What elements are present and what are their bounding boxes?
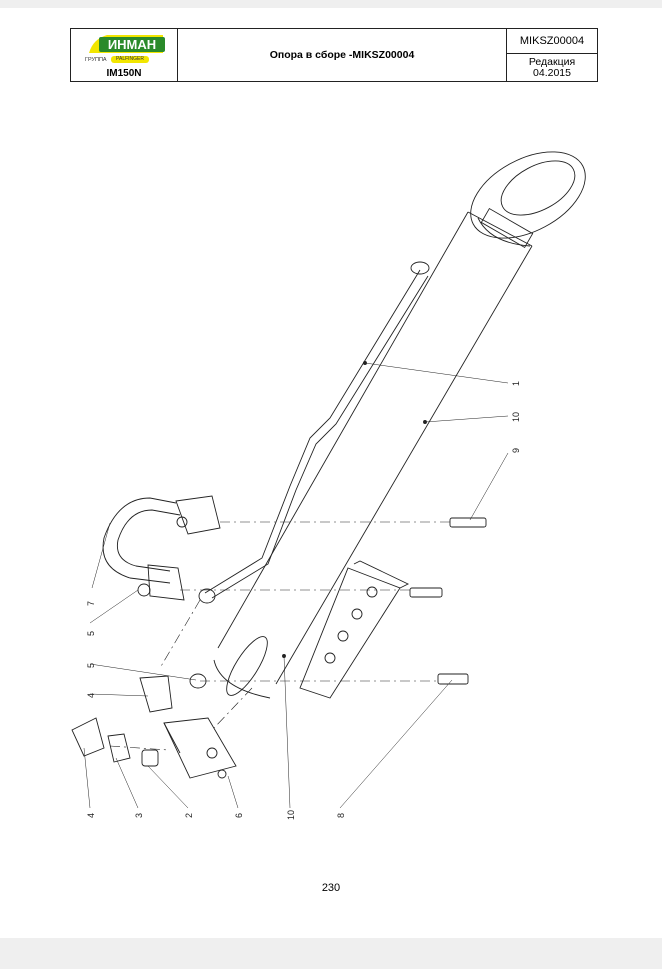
hydraulic-pipe: [198, 261, 430, 604]
doc-code: MIKSZ00004: [507, 29, 597, 54]
callout-5-lower: 5: [86, 663, 96, 668]
callout-4-lower: 4: [86, 813, 96, 818]
callout-1: 1: [511, 381, 521, 386]
model-label: IM150N: [106, 68, 142, 79]
callout-8: 8: [336, 813, 346, 818]
callout-10-top: 10: [511, 412, 521, 422]
callout-2: 2: [184, 813, 194, 818]
top-pad: [470, 151, 586, 249]
u-bracket: [102, 495, 221, 601]
leader-lines: [83, 362, 509, 809]
page-title: Опора в сборе -MIKSZ00004: [269, 49, 415, 61]
callout-5-upper: 5: [86, 631, 96, 636]
callout-6: 6: [234, 813, 244, 818]
valve-block: [71, 673, 237, 779]
group-label: ГРУППА: [85, 57, 107, 63]
assembly-drawing: 1 10 9 7 5 5 4 4 3 2 6 10 8: [71, 151, 586, 820]
callout-10-bottom: 10: [286, 810, 296, 820]
callout-4-upper: 4: [86, 693, 96, 698]
doc-info-cell: MIKSZ00004 Редакция 04.2015: [506, 29, 597, 81]
assembly-lines: [109, 521, 450, 751]
page: ИНМАН ГРУППА PALFINGER IM150N Опора в сб…: [0, 8, 662, 938]
main-tube: [213, 211, 533, 699]
title-block: ИНМАН ГРУППА PALFINGER IM150N Опора в сб…: [70, 28, 598, 82]
callout-labels: 1 10 9 7 5 5 4 4 3 2 6 10 8: [86, 381, 521, 820]
flange-plate: [299, 560, 410, 699]
page-number: 230: [321, 882, 341, 894]
revision-label: Редакция: [528, 56, 576, 68]
callout-3: 3: [134, 813, 144, 818]
revision-block: Редакция 04.2015: [507, 54, 597, 79]
logo-text: ИНМАН: [108, 37, 156, 52]
logo-cell: ИНМАН ГРУППА PALFINGER IM150N: [71, 29, 178, 81]
palfinger-badge: PALFINGER: [111, 56, 149, 63]
callout-7: 7: [86, 601, 96, 606]
bolts: [409, 517, 487, 685]
callout-9: 9: [511, 448, 521, 453]
revision-date: 04.2015: [533, 67, 571, 79]
inman-logo-icon: ИНМАН: [89, 35, 165, 53]
